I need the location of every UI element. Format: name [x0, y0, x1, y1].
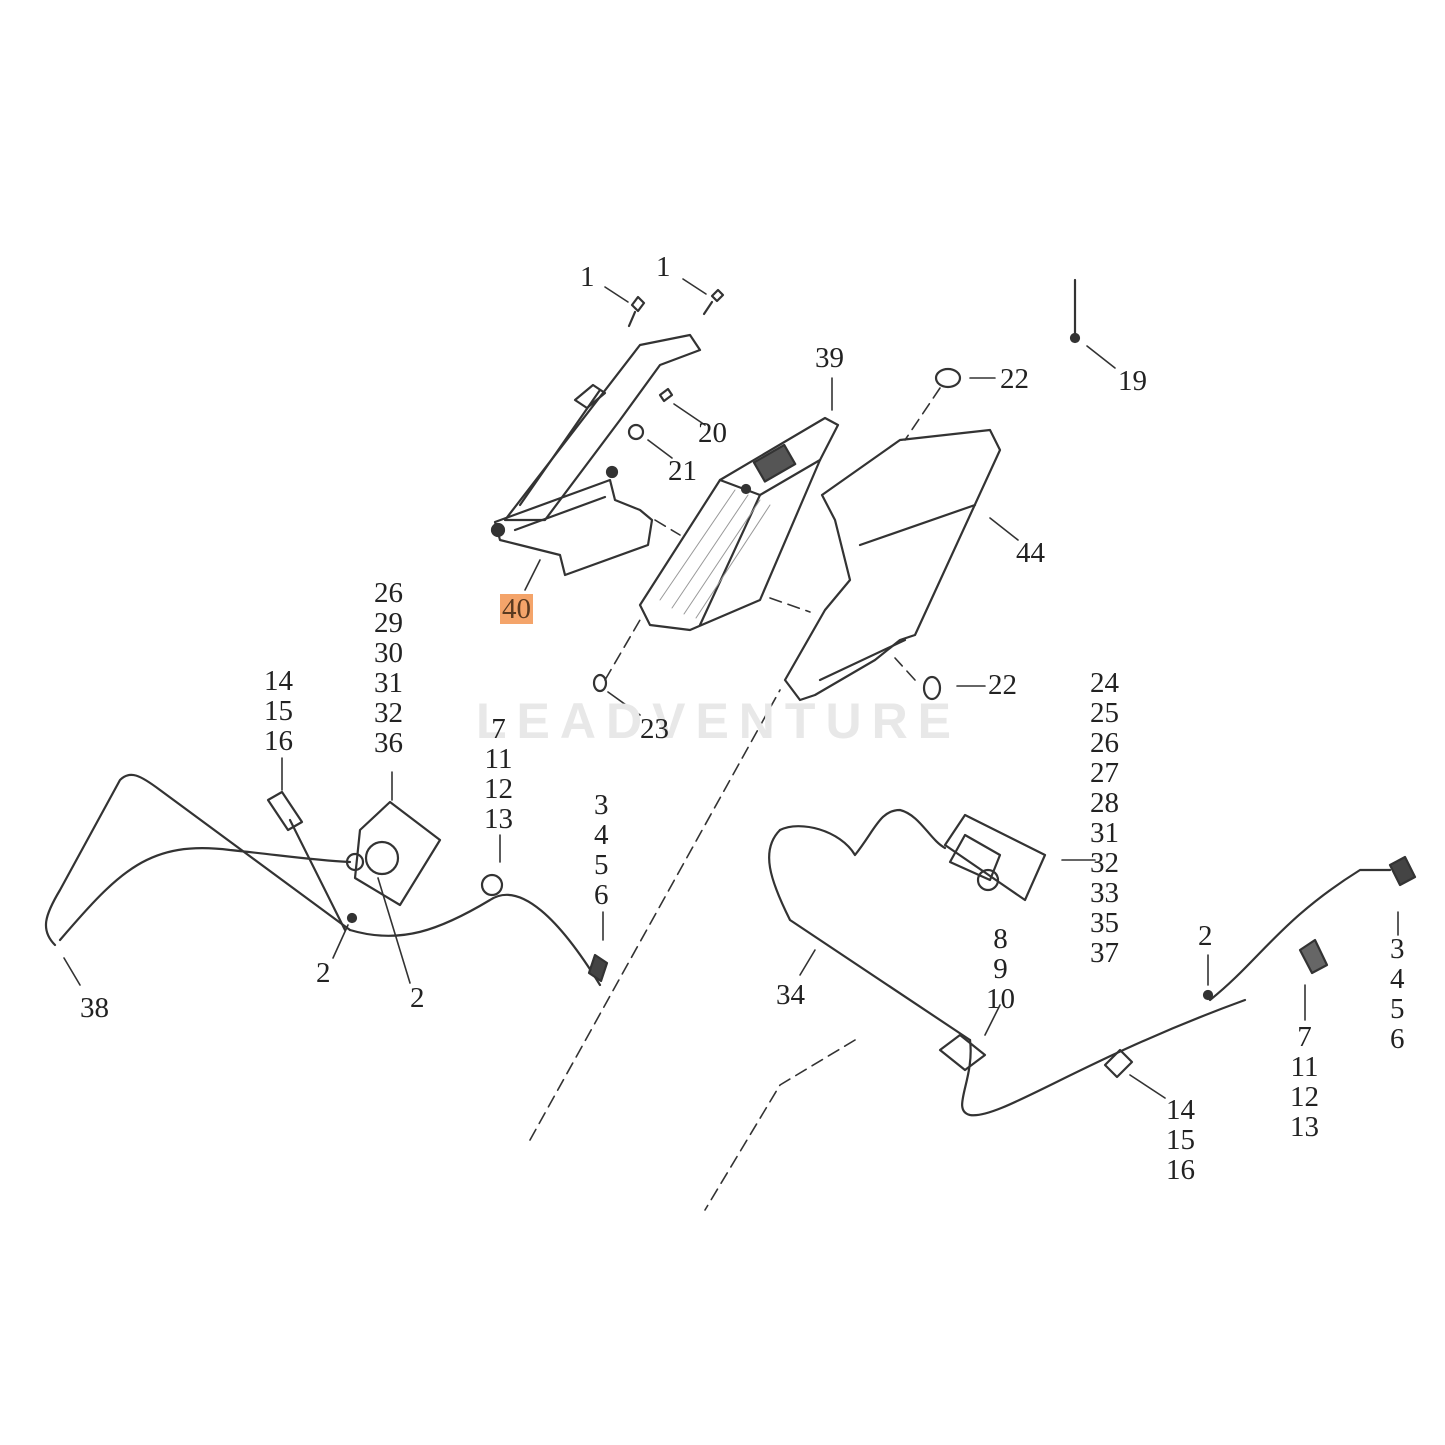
callout-stack-left-lamp: 26 29 30 31 32 36 [374, 578, 403, 758]
callout-28[interactable]: 28 [1090, 787, 1119, 819]
callout-11[interactable]: 11 [1290, 1051, 1319, 1083]
callout-26[interactable]: 26 [1090, 727, 1119, 759]
callout-25[interactable]: 25 [1090, 697, 1119, 729]
callout-2[interactable]: 2 [410, 982, 425, 1014]
callout-16[interactable]: 16 [1166, 1154, 1195, 1186]
callout-12[interactable]: 12 [484, 773, 513, 805]
callout-stack-right-7: 7 11 12 13 [1290, 1022, 1319, 1142]
callout-7[interactable]: 7 [1297, 1021, 1312, 1053]
callout-8[interactable]: 8 [993, 923, 1008, 955]
callout-27[interactable]: 27 [1090, 757, 1119, 789]
callout-4[interactable]: 4 [1390, 963, 1405, 995]
left-connectors [266, 790, 609, 983]
callout-stack-left-3: 3 4 5 6 [594, 790, 609, 910]
callout-6[interactable]: 6 [1390, 1023, 1405, 1055]
callout-stack-right-8: 8 9 10 [986, 924, 1015, 1014]
watermark: LEADVENTURE [476, 693, 962, 749]
washer-part-21 [627, 423, 645, 441]
callout-2[interactable]: 2 [1198, 920, 1213, 952]
callout-38[interactable]: 38 [80, 992, 109, 1024]
callout-13[interactable]: 13 [484, 803, 513, 835]
callout-33[interactable]: 33 [1090, 877, 1119, 909]
mounting-bracket-part-40 [490, 333, 702, 577]
callout-10[interactable]: 10 [986, 983, 1015, 1015]
bolt-part-19 [1069, 278, 1081, 344]
callout-stack-left-14: 14 15 16 [264, 666, 293, 756]
callout-32[interactable]: 32 [1090, 847, 1119, 879]
nut-part-20 [658, 387, 674, 403]
wiring-harness-part-34 [768, 808, 1392, 1117]
callout-stack-right-3: 3 4 5 6 [1390, 934, 1405, 1054]
callout-9[interactable]: 9 [993, 953, 1008, 985]
callout-34[interactable]: 34 [776, 979, 805, 1011]
callout-13[interactable]: 13 [1290, 1111, 1319, 1143]
callout-36[interactable]: 36 [374, 727, 403, 759]
callout-40-highlighted[interactable]: 40 [500, 593, 533, 625]
callout-5[interactable]: 5 [594, 849, 609, 881]
callout-30[interactable]: 30 [374, 637, 403, 669]
callout-35[interactable]: 35 [1090, 907, 1119, 939]
callout-stack-right-lamp: 24 25 26 27 28 31 32 33 35 37 [1090, 668, 1119, 968]
callout-31[interactable]: 31 [374, 667, 403, 699]
callout-15[interactable]: 15 [1166, 1124, 1195, 1156]
right-lamp-assembly [943, 813, 1047, 902]
callout-4[interactable]: 4 [594, 819, 609, 851]
callout-22[interactable]: 22 [1000, 363, 1029, 395]
washer-part-23 [592, 673, 608, 693]
assembly-lines [529, 387, 941, 1211]
cover-part-44 [783, 428, 1002, 702]
callout-5[interactable]: 5 [1390, 993, 1405, 1025]
callout-32[interactable]: 32 [374, 697, 403, 729]
callout-20[interactable]: 20 [698, 417, 727, 449]
left-lamp-assembly [345, 800, 442, 907]
callout-1[interactable]: 1 [656, 251, 671, 283]
callout-24[interactable]: 24 [1090, 667, 1119, 699]
light-housing-part-39 [638, 416, 840, 632]
callout-stack-right-14: 14 15 16 [1166, 1095, 1195, 1185]
callout-7[interactable]: 7 [491, 713, 506, 745]
callout-6[interactable]: 6 [594, 879, 609, 911]
callout-14[interactable]: 14 [264, 665, 293, 697]
callout-44[interactable]: 44 [1016, 537, 1045, 569]
callout-3[interactable]: 3 [594, 789, 609, 821]
callout-stack-left-7: 7 11 12 13 [484, 714, 513, 834]
callout-11[interactable]: 11 [484, 743, 513, 775]
callout-31[interactable]: 31 [1090, 817, 1119, 849]
callout-12[interactable]: 12 [1290, 1081, 1319, 1113]
callout-3[interactable]: 3 [1390, 933, 1405, 965]
callout-19[interactable]: 19 [1118, 365, 1147, 397]
callout-26[interactable]: 26 [374, 577, 403, 609]
callout-22[interactable]: 22 [988, 669, 1017, 701]
right-connectors [938, 855, 1417, 1079]
callout-37[interactable]: 37 [1090, 937, 1119, 969]
screw-part-1 [627, 288, 725, 328]
leader-lines [63, 278, 1399, 1099]
callout-23[interactable]: 23 [640, 713, 669, 745]
wiring-harness-part-38 [44, 773, 602, 987]
callout-21[interactable]: 21 [668, 455, 697, 487]
callout-39[interactable]: 39 [815, 342, 844, 374]
callout-14[interactable]: 14 [1166, 1094, 1195, 1126]
callout-16[interactable]: 16 [264, 725, 293, 757]
callout-15[interactable]: 15 [264, 695, 293, 727]
callout-29[interactable]: 29 [374, 607, 403, 639]
callout-1[interactable]: 1 [580, 261, 595, 293]
washer-part-22-top [934, 367, 962, 389]
callout-2[interactable]: 2 [316, 957, 331, 989]
washer-part-22-bottom [922, 675, 942, 701]
